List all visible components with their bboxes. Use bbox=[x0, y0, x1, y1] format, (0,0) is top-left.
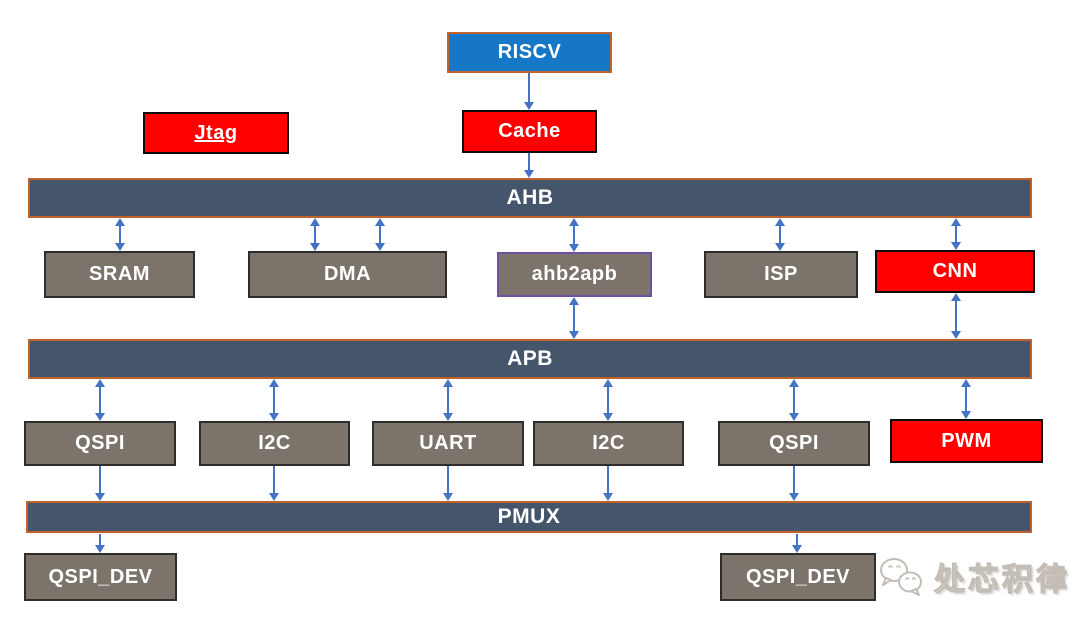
block-sram: SRAM bbox=[44, 251, 195, 298]
connector-pmux-qspidev1 bbox=[95, 534, 105, 553]
connector-apb-qspi1 bbox=[95, 379, 105, 421]
connector-cnn-apb bbox=[951, 293, 961, 339]
connector-qspi2-pmux bbox=[789, 466, 799, 501]
connector-ahb2apb-apb bbox=[569, 297, 579, 339]
connector-ahb-cnn bbox=[951, 218, 961, 250]
block-qspi-1: QSPI bbox=[24, 421, 176, 466]
connector-cache-ahb bbox=[524, 153, 534, 178]
connector-ahb-dma-1 bbox=[310, 218, 320, 251]
block-ahb2apb-bridge: ahb2apb bbox=[497, 252, 652, 297]
connector-ahb-ahb2apb bbox=[569, 218, 579, 252]
bus-ahb: AHB bbox=[28, 178, 1032, 218]
block-cnn: CNN bbox=[875, 250, 1035, 293]
connector-apb-qspi2 bbox=[789, 379, 799, 421]
connector-qspi1-pmux bbox=[95, 466, 105, 501]
connector-pmux-qspidev2 bbox=[792, 534, 802, 553]
block-isp: ISP bbox=[704, 251, 858, 298]
block-cache: Cache bbox=[462, 110, 597, 153]
bus-apb: APB bbox=[28, 339, 1032, 379]
block-qspi-2: QSPI bbox=[718, 421, 870, 466]
block-i2c-1: I2C bbox=[199, 421, 350, 466]
block-dma: DMA bbox=[248, 251, 447, 298]
connector-apb-i2c1 bbox=[269, 379, 279, 421]
connector-ahb-isp bbox=[775, 218, 785, 251]
connector-i2c2-pmux bbox=[603, 466, 613, 501]
block-jtag: Jtag bbox=[143, 112, 289, 154]
block-qspi-dev-1: QSPI_DEV bbox=[24, 553, 177, 601]
wechat-icon bbox=[878, 556, 926, 598]
connector-riscv-cache bbox=[524, 73, 534, 110]
connector-apb-uart bbox=[443, 379, 453, 421]
connector-ahb-dma-2 bbox=[375, 218, 385, 251]
connector-apb-i2c2 bbox=[603, 379, 613, 421]
block-i2c-2: I2C bbox=[533, 421, 684, 466]
connector-uart-pmux bbox=[443, 466, 453, 501]
block-qspi-dev-2: QSPI_DEV bbox=[720, 553, 876, 601]
watermark: 处芯积律 bbox=[878, 554, 1070, 599]
block-pwm: PWM bbox=[890, 419, 1043, 463]
connector-ahb-sram bbox=[115, 218, 125, 251]
watermark-text: 处芯积律 bbox=[933, 561, 1070, 597]
connector-i2c1-pmux bbox=[269, 466, 279, 501]
connector-apb-pwm bbox=[961, 379, 971, 419]
bus-pmux: PMUX bbox=[26, 501, 1032, 533]
block-uart: UART bbox=[372, 421, 524, 466]
block-riscv: RISCV bbox=[447, 32, 612, 73]
